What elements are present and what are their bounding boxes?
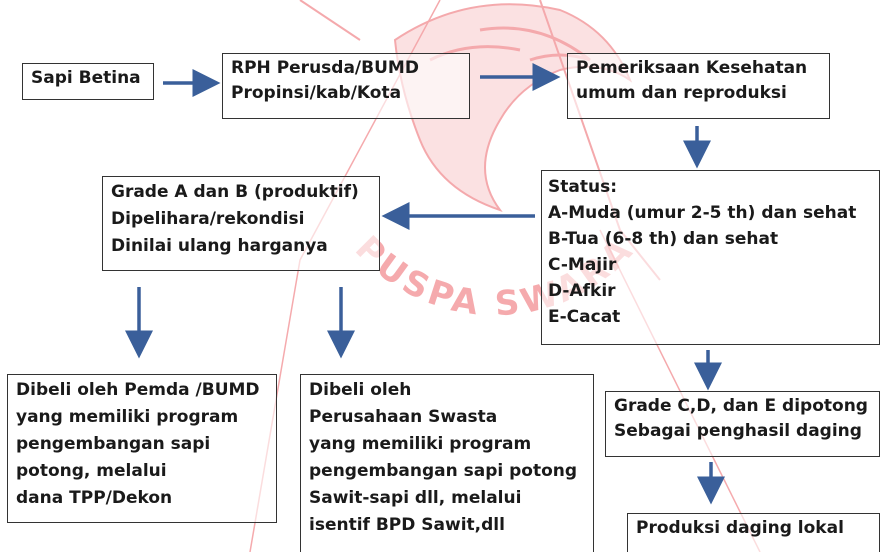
node-line: dana TPP/Dekon — [16, 488, 173, 508]
node-pemda: Dibeli oleh Pemda /BUMD yang memiliki pro… — [7, 374, 277, 523]
node-line: Sebagai penghasil daging — [614, 421, 862, 441]
node-line: Pemeriksaan Kesehatan — [576, 58, 808, 78]
node-line: yang memiliki program — [16, 407, 239, 427]
node-line: RPH Perusda/BUMD — [231, 58, 419, 78]
node-line: Grade A dan B (produktif) — [111, 182, 359, 202]
node-line: Produksi daging lokal — [636, 518, 844, 538]
node-line: B-Tua (6-8 th) dan sehat — [548, 229, 779, 249]
node-line: Sapi Betina — [31, 68, 141, 88]
node-line: Grade C,D, dan E dipotong — [614, 396, 868, 416]
node-line: potong, melalui — [16, 461, 167, 481]
node-line: yang memiliki program — [309, 434, 532, 454]
node-line: D-Afkir — [548, 281, 616, 301]
node-line: Sawit-sapi dll, melalui — [309, 488, 522, 508]
node-line: umum dan reproduksi — [576, 83, 787, 103]
node-line: Dipelihara/rekondisi — [111, 209, 305, 229]
node-line: pengembangan sapi — [16, 434, 211, 454]
node-sapi-betina: Sapi Betina — [22, 63, 154, 100]
node-line: Dibeli oleh Pemda /BUMD — [16, 380, 260, 400]
node-line: E-Cacat — [548, 307, 621, 327]
node-produksi: Produksi daging lokal — [627, 513, 880, 552]
node-line: pengembangan sapi potong — [309, 461, 578, 481]
node-line: Dibeli oleh — [309, 380, 412, 400]
node-line: Status: — [548, 177, 617, 197]
node-line: Dinilai ulang harganya — [111, 236, 328, 256]
node-line: isentif BPD Sawit,dll — [309, 515, 505, 535]
node-line: C-Majir — [548, 255, 617, 275]
node-rph: RPH Perusda/BUMD Propinsi/kab/Kota — [222, 53, 470, 119]
node-line: Propinsi/kab/Kota — [231, 83, 402, 103]
node-line: A-Muda (umur 2-5 th) dan sehat — [548, 203, 857, 223]
node-grade-ab: Grade A dan B (produktif) Dipelihara/reko… — [102, 176, 380, 271]
node-line: Perusahaan Swasta — [309, 407, 498, 427]
node-pemeriksaan: Pemeriksaan Kesehatan umum dan reproduksi — [567, 53, 830, 119]
